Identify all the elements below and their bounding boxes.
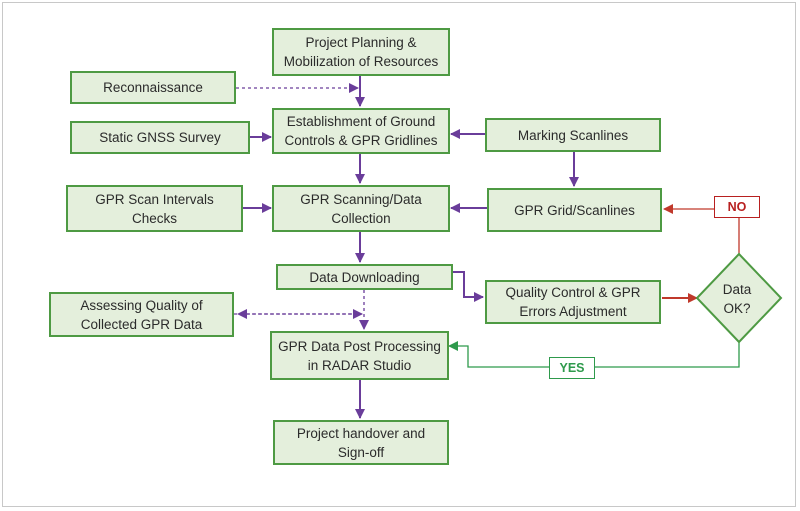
node-scan-interval-checks: GPR Scan Intervals Checks (66, 185, 243, 232)
node-static-gnss: Static GNSS Survey (70, 121, 250, 154)
decision-diamond (695, 252, 783, 344)
arrow-yes-branch (448, 341, 740, 368)
node-data-downloading-label: Data Downloading (309, 269, 420, 285)
yes-label-text: YES (559, 361, 585, 375)
node-establishment-label: Establishment of Ground Controls & GPR G… (284, 114, 438, 148)
node-quality-control-label: Quality Control & GPR Errors Adjustment (505, 285, 641, 319)
node-post-processing-label: GPR Data Post Processing in RADAR Studio (278, 338, 441, 373)
node-assessing-quality: Assessing Quality of Collected GPR Data (49, 292, 234, 337)
node-data-downloading: Data Downloading (276, 264, 453, 290)
node-static-gnss-label: Static GNSS Survey (99, 130, 221, 145)
node-scan-interval-checks-label: GPR Scan Intervals Checks (95, 191, 214, 226)
arrow-downloading-to-qc (453, 271, 484, 302)
node-gpr-scanning: GPR Scanning/Data Collection (272, 185, 450, 232)
node-gpr-scanning-label: GPR Scanning/Data Collection (300, 191, 422, 226)
node-project-planning-label: Project Planning & Mobilization of Resou… (283, 35, 439, 69)
no-label: NO (714, 196, 760, 218)
node-quality-control: Quality Control & GPR Errors Adjustment (485, 280, 661, 324)
decision-label-text: Data OK? (722, 282, 752, 316)
node-marking-scanlines-label: Marking Scanlines (517, 127, 629, 143)
decision-label: Data OK? (700, 277, 774, 321)
node-gpr-grid: GPR Grid/Scanlines (487, 188, 662, 232)
no-label-text: NO (727, 200, 747, 214)
node-reconnaissance-label: Reconnaissance (103, 80, 203, 95)
node-handover-label: Project handover and Sign-off (296, 425, 426, 460)
node-marking-scanlines: Marking Scanlines (485, 118, 661, 152)
node-establishment: Establishment of Ground Controls & GPR G… (272, 108, 450, 154)
node-reconnaissance: Reconnaissance (70, 71, 236, 104)
node-handover: Project handover and Sign-off (273, 420, 449, 465)
node-assessing-quality-label: Assessing Quality of Collected GPR Data (80, 297, 203, 332)
node-project-planning: Project Planning & Mobilization of Resou… (272, 28, 450, 76)
node-post-processing: GPR Data Post Processing in RADAR Studio (270, 331, 449, 380)
yes-label: YES (549, 357, 595, 379)
node-gpr-grid-label: GPR Grid/Scanlines (514, 202, 635, 218)
